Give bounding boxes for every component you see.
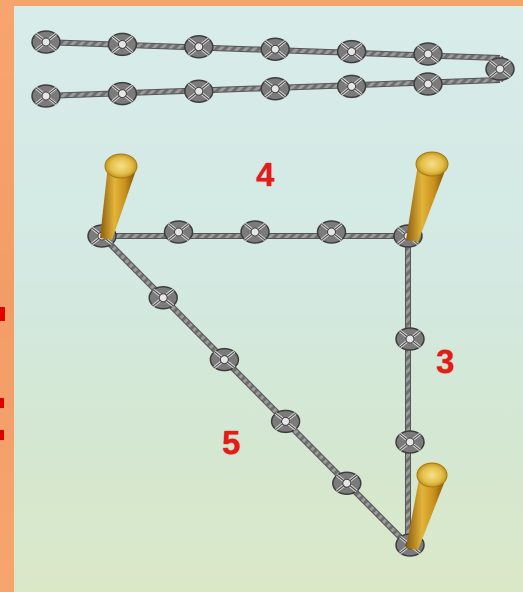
rope-knot-icon (333, 472, 361, 494)
rope-knot-icon (108, 33, 136, 55)
rope-knot-icon (32, 85, 60, 107)
rope-knot-icon (185, 80, 213, 102)
side-label-vertical: 3 (436, 345, 454, 378)
wooden-stake-icon (100, 154, 137, 240)
rope-knot-icon (414, 73, 442, 95)
rope-knot-icon (338, 41, 366, 63)
rope-knot-icon (414, 43, 442, 65)
rope-knot-icon (261, 38, 289, 60)
rope-knot-icon (318, 221, 346, 243)
side-label-hypotenuse: 5 (222, 426, 240, 459)
wooden-stake-icon (406, 152, 448, 242)
rope-knot-icon (241, 221, 269, 243)
rope-knot-icon (165, 221, 193, 243)
triangle-ropes (102, 236, 408, 545)
rope-knot-icon (210, 349, 238, 371)
rope-knot-icon (149, 287, 177, 309)
wooden-stake-icon (406, 463, 447, 550)
rope-knot-icon (272, 410, 300, 432)
rope-knot-icon (486, 58, 514, 80)
rope-knot-icon (396, 431, 424, 453)
rope-knot-icon (261, 78, 289, 100)
rope-knot-icon (396, 328, 424, 350)
side-label-horizontal: 4 (256, 158, 274, 191)
rope-knot-icon (338, 75, 366, 97)
rope-knot-icon (108, 83, 136, 105)
rope-knot-icon (32, 31, 60, 53)
rope-knot-icon (185, 36, 213, 58)
